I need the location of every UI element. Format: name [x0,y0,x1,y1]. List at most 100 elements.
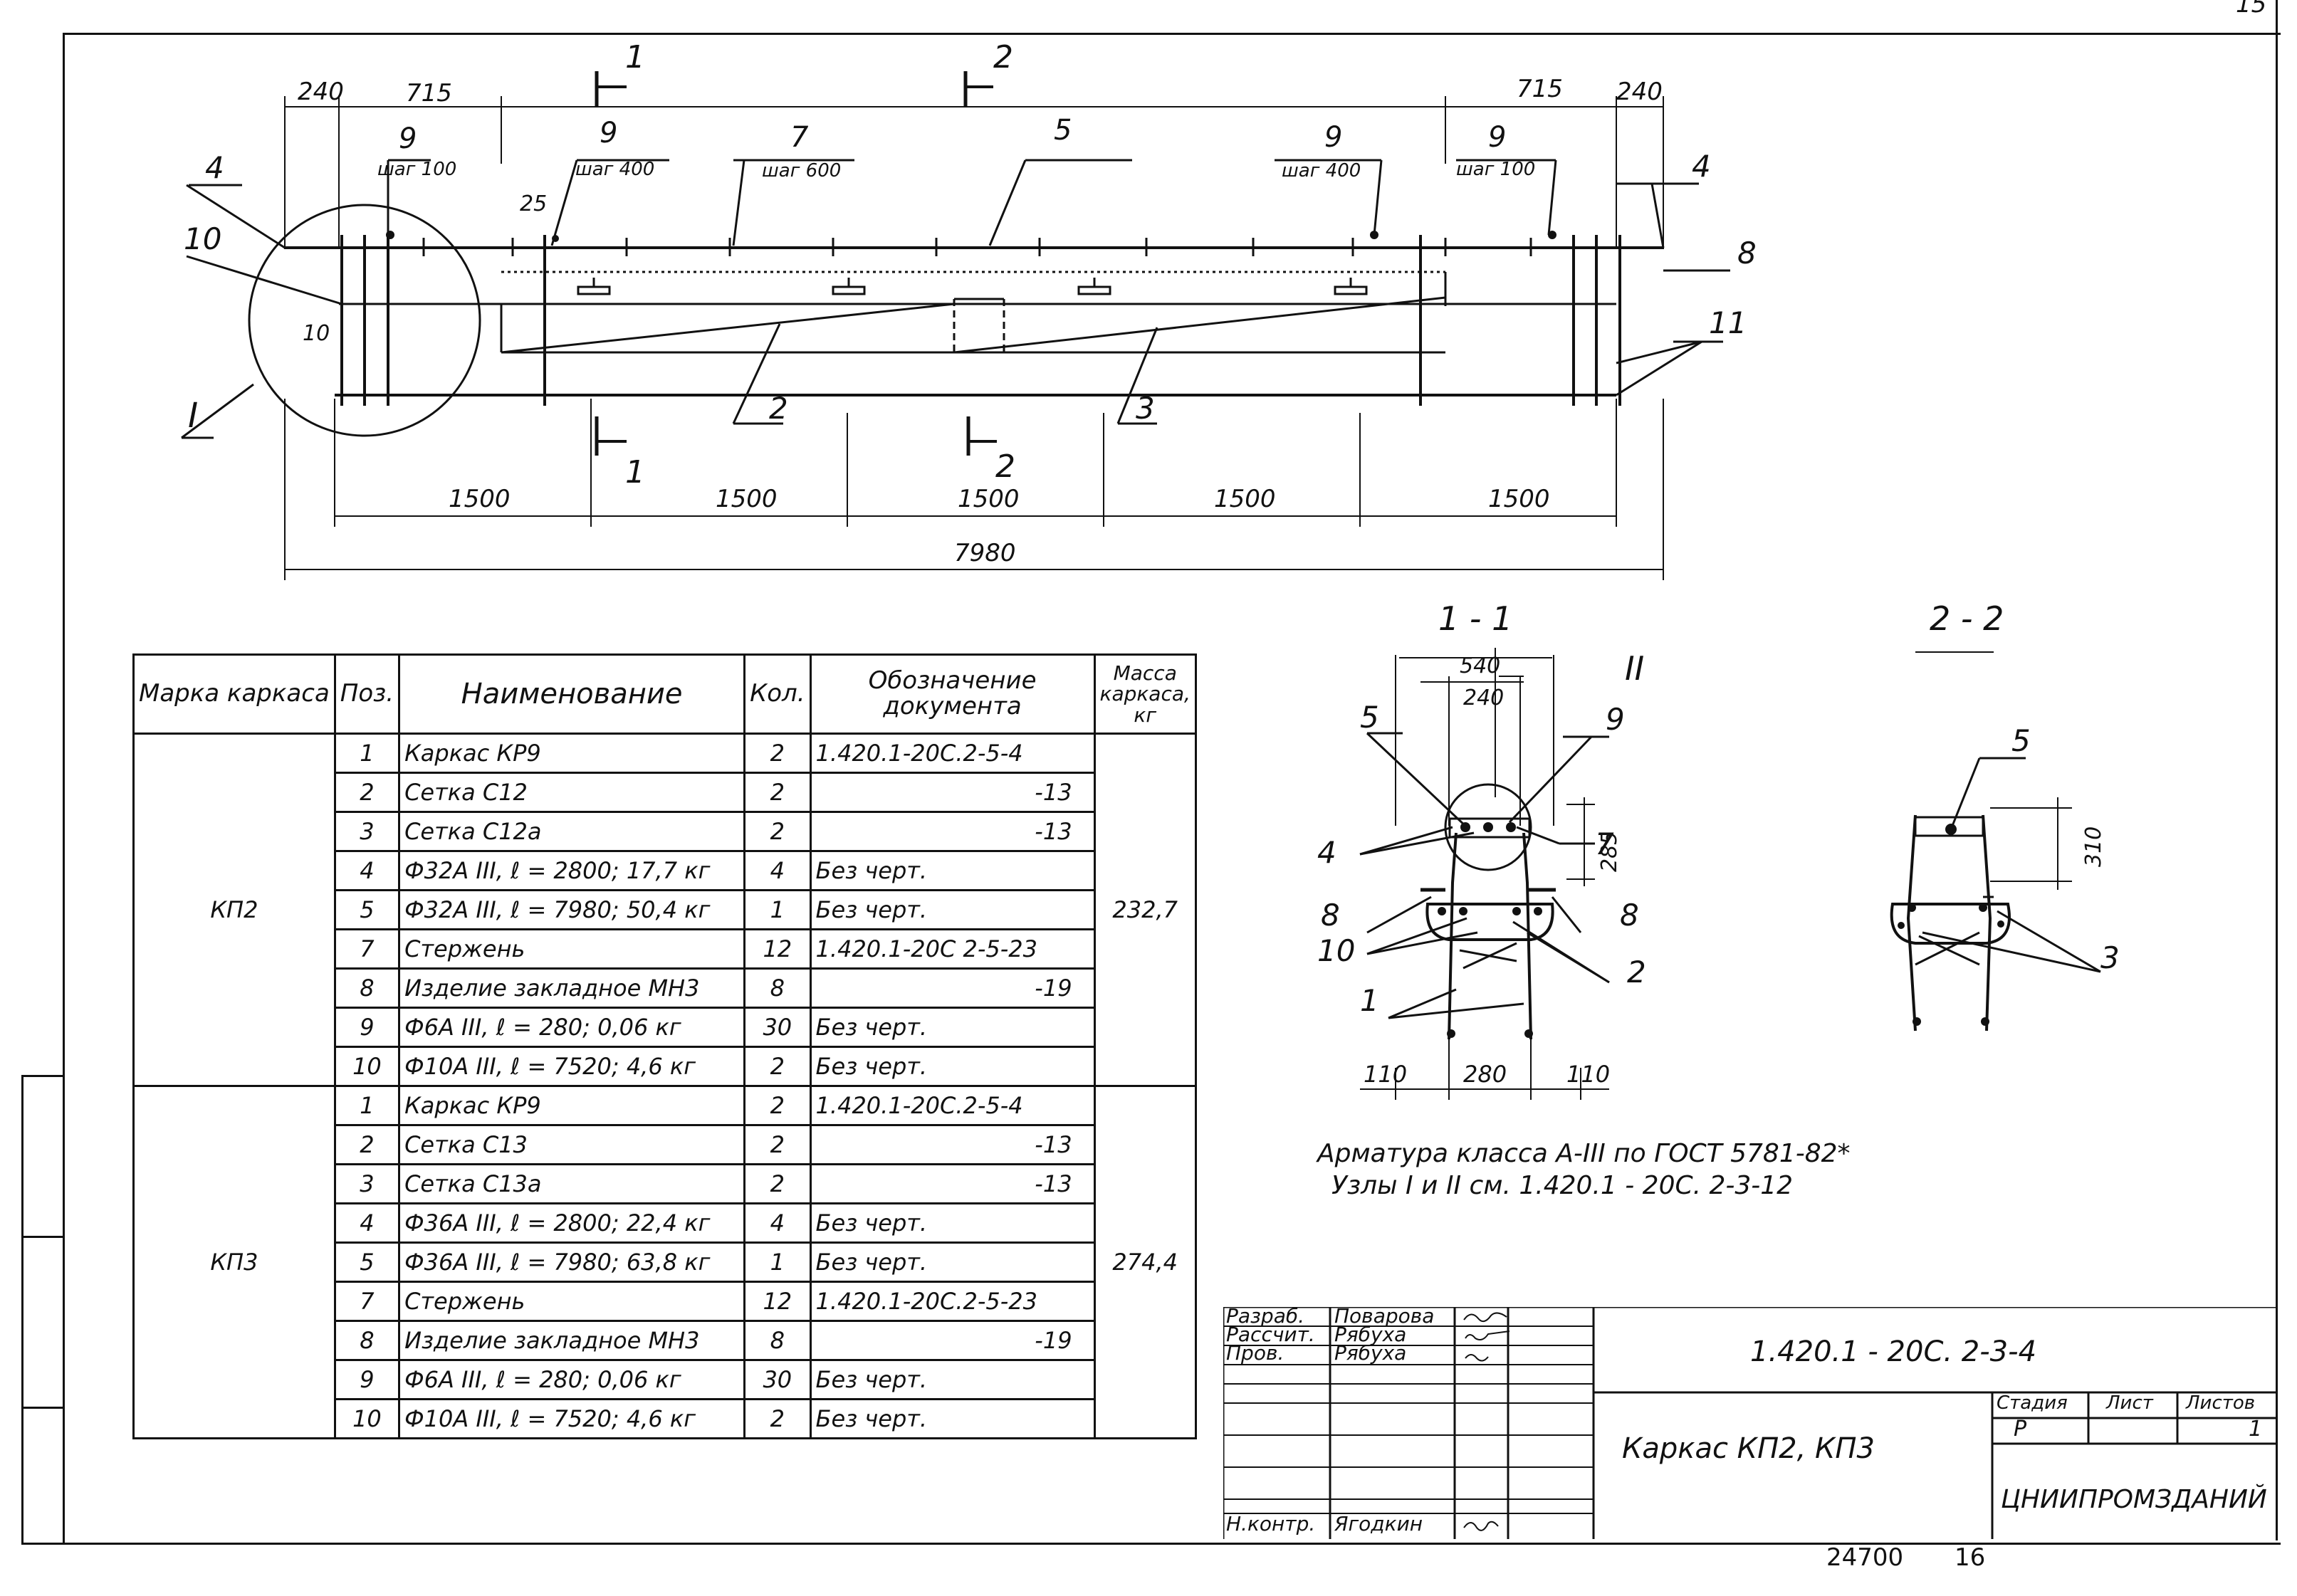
callout-pos-9a: 9 [399,122,417,155]
section-mark-1-bottom: 1 [625,454,645,490]
dim-240-right: 240 [1616,78,1663,106]
doc-cell: Без черт. [809,1046,1096,1087]
doc-cell: 1.420.1-20С 2-5-23 [809,928,1096,970]
doc-cell: -13 [809,772,1096,813]
section-mark-1-top: 1 [625,39,645,75]
label-pos-4-right: 4 [1692,149,1711,184]
doc-cell: 1.420.1-20С.2-5-23 [809,1281,1096,1322]
qty-cell: 1 [743,889,812,930]
pos-cell: 3 [333,1163,401,1204]
left-binding-strip [21,1075,65,1545]
qty-cell: 2 [743,1085,812,1126]
pos-cell: 10 [333,1398,401,1439]
label-pos-2: 2 [769,391,788,426]
doc-cell: Без черт. [809,1359,1096,1400]
sheets-label: Листов [2186,1392,2256,1414]
sheet-label: Лист [2106,1392,2153,1414]
qty-cell: 4 [743,850,812,891]
tb-name-developer: Поварова [1334,1304,1435,1328]
label-pos-11: 11 [1709,305,1747,340]
name-cell: Ф6А III, ℓ = 280; 0,06 кг [398,1007,746,1048]
qty-cell: 12 [743,928,812,970]
pos-cell: 1 [333,1085,401,1126]
col-header-mark: Марка каркаса [132,653,336,735]
dim-540: 540 [1460,653,1500,678]
qty-cell: 1 [743,1241,812,1283]
qty-cell: 2 [743,1046,812,1087]
tb-role-norm-control: Н.контр. [1226,1512,1316,1535]
doc-cell: Без черт. [809,889,1096,930]
label-pos-8: 8 [1737,236,1757,271]
tb-role-checked: Пров. [1226,1341,1284,1365]
qty-cell: 2 [743,733,812,774]
doc-cell: -13 [809,1163,1096,1204]
dim-overall: 7980 [954,539,1016,567]
frame-right-edge [2276,0,2278,1540]
dim-715-right: 715 [1517,75,1563,103]
name-cell: Стержень [398,928,746,970]
specification-table: Марка каркаса Поз. Наименование Кол. Обо… [132,653,1197,1439]
spec-header-row: Марка каркаса Поз. Наименование Кол. Обо… [132,653,1197,735]
binding-divider-1 [21,1236,63,1238]
col-header-mass: Масса каркаса, кг [1093,653,1197,735]
qty-cell: 2 [743,1163,812,1204]
section-2-2-title: 2 - 2 [1930,599,2004,638]
dim-110-right: 110 [1566,1061,1610,1088]
dim-1500-1: 1500 [449,485,511,513]
section-mark-2-top: 2 [993,39,1013,75]
section-1-1-drawing: 1 - 1 540 240 II 285 5 9 4 7 8 8 10 2 1 … [1317,599,1646,1100]
callout-pos-7: 7 [790,121,809,154]
name-cell: Ф36А III, ℓ = 2800; 22,4 кг [398,1202,746,1244]
col-header-doc: Обозначение документа [809,653,1096,735]
frame-mass-cell: 232,7 [1093,733,1197,1087]
frame-elevation-drawing: 240 715 715 240 9 шаг 100 9 шаг 400 7 ша… [181,39,1757,580]
qty-cell: 2 [743,772,812,813]
name-cell: Ф6А III, ℓ = 280; 0,06 кг [398,1359,746,1400]
footer-page: 16 [1955,1543,1986,1572]
doc-cell: Без черт. [809,1007,1096,1048]
dim-25: 25 [520,191,547,216]
col-header-name: Наименование [398,653,746,735]
pos-cell: 3 [333,811,401,852]
pos-cell: 9 [333,1007,401,1048]
pos-cell: 9 [333,1359,401,1400]
s11-label-10: 10 [1317,933,1355,968]
dim-280: 280 [1463,1061,1507,1088]
callout-pos-9d: 9 [1488,121,1506,154]
pos-cell: 4 [333,1202,401,1244]
pos-cell: 4 [333,850,401,891]
doc-cell: Без черт. [809,1241,1096,1283]
callout-pos-9c: 9 [1324,121,1342,154]
s11-label-9: 9 [1606,702,1625,737]
note-nodes-ref: Узлы I и II см. 1.420.1 - 20С. 2-3-12 [1331,1171,1794,1200]
dim-310: 310 [2081,826,2106,867]
s11-label-8-right: 8 [1620,898,1639,933]
section-2-2-drawing: 2 - 2 310 5 3 [1890,599,2120,1031]
s11-label-4: 4 [1317,835,1336,870]
s11-label-8-left: 8 [1321,898,1340,933]
label-pos-4-left: 4 [205,150,224,185]
name-cell: Ф36А III, ℓ = 7980; 63,8 кг [398,1241,746,1283]
s11-label-7: 7 [1595,826,1614,861]
node-label-II: II [1625,649,1644,688]
section-mark-2-bottom: 2 [995,448,1015,485]
title-block: Разраб. Рассчит. Пров. Н.контр. Поварова… [1223,1304,2277,1539]
doc-cell: Без черт. [809,1398,1096,1439]
qty-cell: 8 [743,1320,812,1361]
doc-cell: -13 [809,811,1096,852]
stage-value: Р [2014,1417,2027,1442]
footer-number: 24700 [1826,1543,1904,1572]
pos-cell: 1 [333,733,401,774]
callout-text-9a: шаг 100 [377,159,456,180]
callout-text-9c: шаг 400 [1282,160,1361,182]
pos-cell: 2 [333,772,401,813]
